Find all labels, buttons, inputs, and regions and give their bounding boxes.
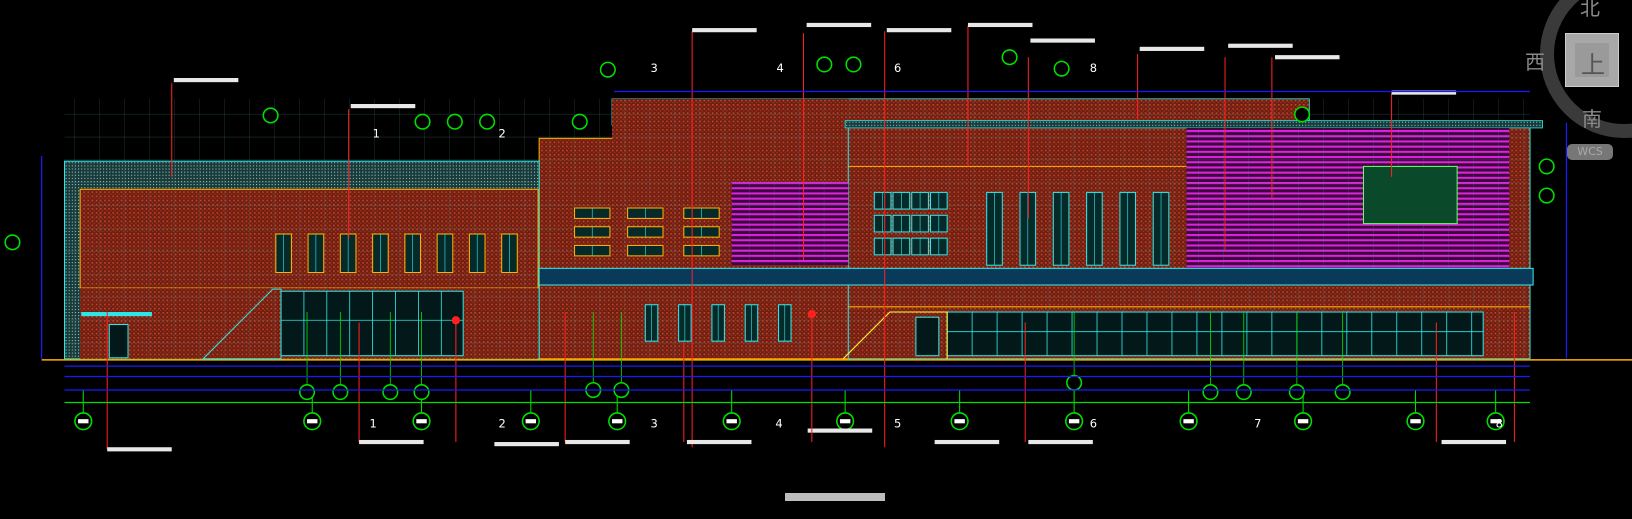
detail-callout	[1288, 384, 1305, 401]
detail-callout	[4, 234, 21, 251]
detail-callout	[571, 113, 588, 130]
detail-callout	[845, 56, 862, 73]
compass-west[interactable]: 西	[1525, 50, 1545, 74]
axis-bubble-text	[1490, 419, 1501, 424]
note-text-block	[1441, 439, 1507, 445]
note-text-block	[359, 439, 424, 445]
axis-number: 4	[775, 416, 782, 430]
note-text-block	[350, 104, 416, 109]
top-axis-number: 4	[776, 61, 783, 75]
axis-bubble-text	[726, 419, 737, 424]
detail-callout	[816, 56, 833, 73]
note-text-block	[565, 439, 630, 445]
entrance-ramp	[201, 288, 282, 360]
note-text-block	[692, 28, 757, 33]
axis-bubble-text	[1068, 419, 1080, 424]
axis-number: 2	[499, 416, 506, 430]
top-axis-number: 2	[499, 126, 506, 140]
detail-callout	[1293, 106, 1311, 123]
note-text-block	[107, 447, 172, 452]
note-text-block	[686, 439, 752, 445]
axis-number: 8	[1496, 416, 1503, 430]
top-axis-number: 1	[373, 126, 380, 140]
floor-band	[538, 267, 1534, 286]
detail-callout	[446, 113, 463, 130]
note-text-block	[886, 28, 952, 33]
leader-marker	[807, 309, 816, 319]
axis-bubble-text	[839, 419, 851, 424]
top-axis-number: 3	[651, 61, 658, 75]
note-text-block	[1030, 38, 1095, 43]
axis-number: 6	[1090, 416, 1097, 430]
windows-group	[81, 191, 1484, 360]
axis-bubble-text	[1297, 419, 1309, 424]
note-text-block	[934, 439, 1000, 445]
glass-curtain-wall	[946, 311, 1484, 357]
detail-callout	[1001, 49, 1018, 66]
note-text-block	[494, 442, 559, 447]
detail-callout	[1235, 384, 1252, 401]
top-axis-number: 6	[894, 61, 901, 75]
viewcube-top-face[interactable]: 上	[1565, 33, 1619, 87]
signage-panel	[1362, 165, 1458, 225]
viewcube-label: 上	[1581, 51, 1605, 79]
note-text-block	[1391, 90, 1457, 95]
detail-callout	[332, 384, 349, 401]
axis-bubble-text	[1183, 419, 1194, 424]
detail-callout	[382, 384, 399, 401]
axis-bubble-text	[307, 419, 318, 424]
note-text-block	[1228, 43, 1293, 48]
leader-marker	[451, 316, 461, 325]
axis-labels: 1 2 3 4 5 6 7 8 3 4 6 8 1 2	[369, 61, 1502, 431]
detail-callout	[1538, 158, 1555, 175]
axis-number: 5	[894, 416, 901, 430]
axis-bubble-text	[612, 419, 623, 424]
note-text-block	[1275, 55, 1340, 60]
detail-callout	[298, 384, 316, 401]
entrance-door	[108, 323, 129, 359]
detail-callout	[1334, 384, 1351, 401]
top-axis-number: 8	[1090, 61, 1097, 75]
entrance-ramp	[842, 311, 948, 360]
note-text-block	[806, 22, 872, 28]
note-text-block	[1028, 439, 1093, 445]
detail-callout	[599, 61, 616, 78]
glass-curtain-wall	[280, 290, 464, 357]
detail-callout	[1202, 384, 1219, 401]
note-text-block	[967, 22, 1033, 28]
axis-number: 1	[369, 416, 376, 430]
note-text-block	[807, 428, 873, 433]
note-text-block	[1139, 46, 1205, 51]
annotations-group	[4, 22, 1555, 452]
drawing-title	[785, 493, 885, 501]
wcs-menu-button[interactable]: WCS	[1567, 144, 1613, 160]
axis-bubble-text	[416, 419, 427, 424]
compass-south[interactable]: 南	[1582, 107, 1602, 131]
dimension-lines	[41, 90, 1568, 391]
note-text-block	[173, 78, 239, 83]
axis-number: 3	[651, 416, 658, 430]
detail-callout	[479, 113, 496, 130]
axis-bubble-text	[78, 419, 89, 424]
detail-callout	[1066, 374, 1083, 391]
detail-callout	[1538, 187, 1555, 204]
detail-callout	[262, 107, 279, 124]
axis-bubble-text	[954, 419, 965, 424]
detail-callout	[1053, 60, 1070, 77]
detail-callout	[414, 113, 431, 130]
compass-north[interactable]: 北	[1580, 0, 1600, 20]
detail-callout	[413, 384, 430, 401]
axis-bubble-text	[1410, 419, 1421, 424]
entrance-canopy	[81, 312, 152, 317]
axis-number: 7	[1254, 416, 1261, 430]
axis-bubble-text	[525, 419, 537, 424]
entrance-door	[915, 316, 940, 357]
